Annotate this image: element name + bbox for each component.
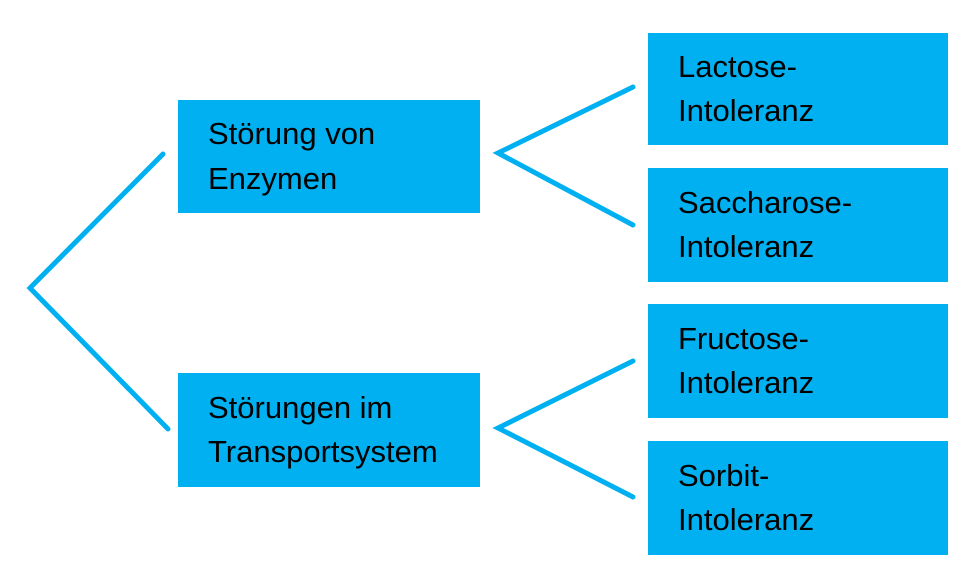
node-lactose-intolerance-label: Lactose- Intoleranz: [678, 48, 815, 128]
node-enzyme-disorder: Störung von Enzymen: [178, 100, 480, 213]
node-sorbit-intolerance-label: Sorbit- Intoleranz: [678, 457, 815, 537]
node-enzyme-disorder-label: Störung von Enzymen: [208, 116, 376, 196]
node-sorbit-intolerance: Sorbit- Intoleranz: [648, 441, 948, 555]
node-saccharose-intolerance-label: Saccharose- Intoleranz: [678, 184, 853, 264]
node-saccharose-intolerance: Saccharose- Intoleranz: [648, 168, 948, 282]
root-branch-connector: [26, 151, 171, 432]
node-transport-disorder-label: Störungen im Transportsystem: [208, 389, 438, 469]
node-fructose-intolerance-label: Fructose- Intoleranz: [678, 320, 815, 400]
node-fructose-intolerance: Fructose- Intoleranz: [648, 304, 948, 418]
node-lactose-intolerance: Lactose- Intoleranz: [648, 33, 948, 145]
node-transport-disorder: Störungen im Transportsystem: [178, 373, 480, 487]
enzyme-leaves-connector: [492, 84, 636, 228]
transport-leaves-connector: [492, 358, 636, 500]
